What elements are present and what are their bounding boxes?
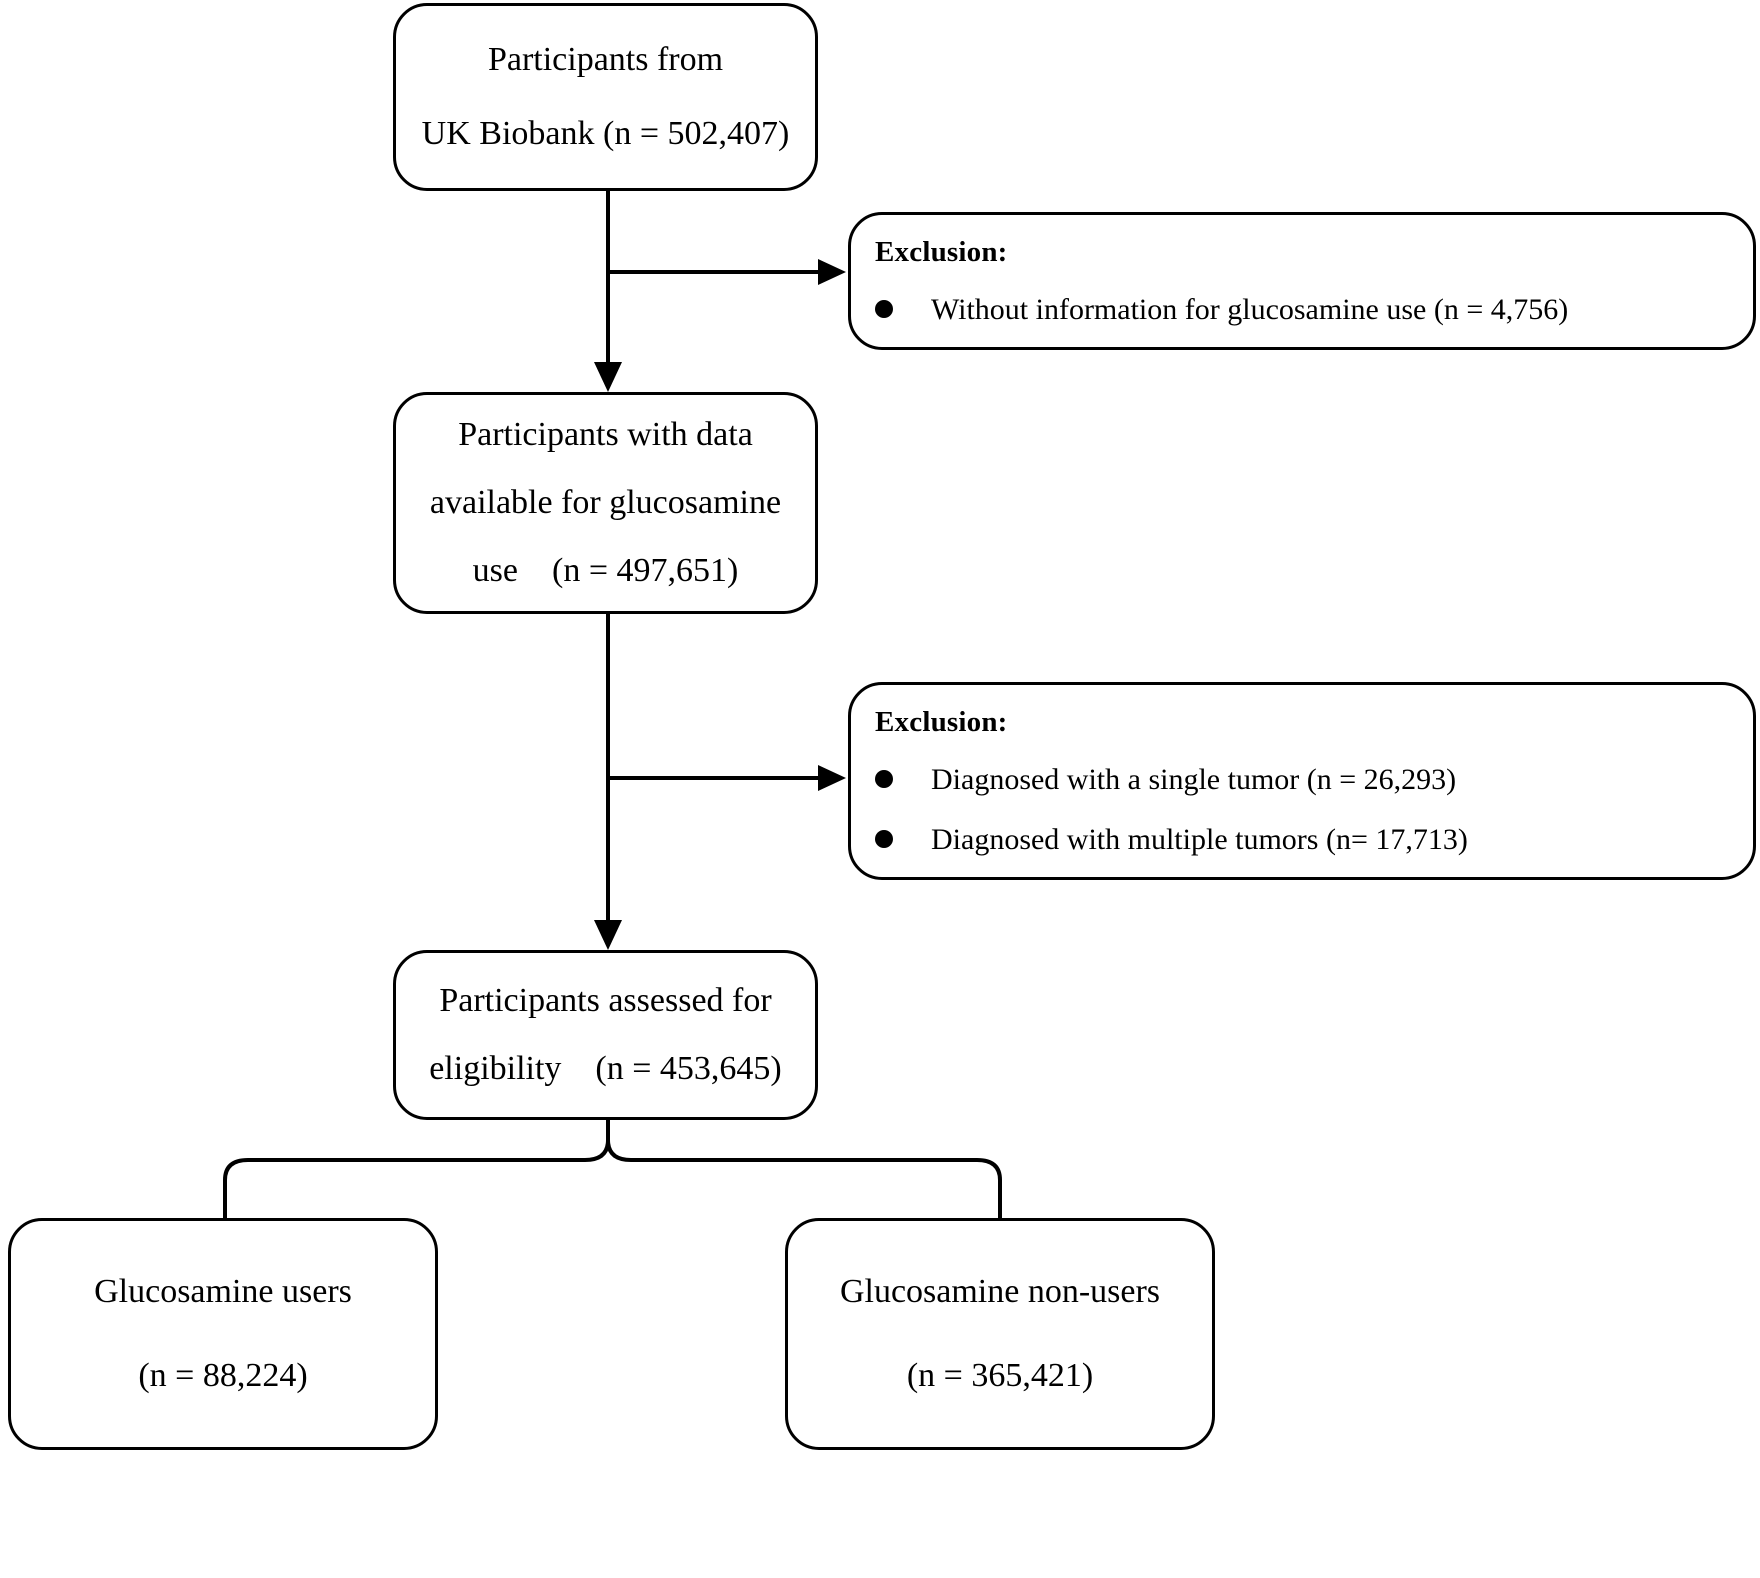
exclusion-2-list: Diagnosed with a single tumor (n = 26,29…	[875, 762, 1727, 856]
split-brace	[223, 1120, 1002, 1218]
exclusion-2-item-2: Diagnosed with multiple tumors (n= 17,71…	[875, 822, 1727, 856]
node-available-for-glucosamine: Participants with data available for glu…	[393, 392, 818, 614]
exclusion-1-list: Without information for glucosamine use …	[875, 292, 1727, 326]
node-available-line-2: available for glucosamine	[429, 484, 782, 522]
exclusion-box-1: Exclusion: Without information for gluco…	[848, 212, 1756, 350]
arrowhead-exclusion-2	[818, 765, 846, 791]
node-assessed-for-eligibility: Participants assessed for eligibility (n…	[393, 950, 818, 1120]
node-available-line-3: use (n = 497,651)	[472, 551, 739, 589]
node-glucosamine-users: Glucosamine users (n = 88,224)	[8, 1218, 438, 1450]
exclusion-2-item-1: Diagnosed with a single tumor (n = 26,29…	[875, 762, 1727, 796]
exclusion-1-item-1-text: Without information for glucosamine use …	[931, 292, 1569, 326]
exclusion-2-title: Exclusion:	[875, 705, 1008, 738]
node-source-participants: Participants from UK Biobank (n = 502,40…	[393, 3, 818, 191]
node-users-line-1: Glucosamine users	[94, 1273, 352, 1311]
node-eligible-line-1: Participants assessed for	[439, 982, 772, 1020]
exclusion-2-item-1-text: Diagnosed with a single tumor (n = 26,29…	[931, 762, 1457, 796]
node-eligible-line-2: eligibility (n = 453,645)	[429, 1050, 782, 1087]
node-source-line-1: Participants from	[487, 41, 724, 79]
exclusion-1-title: Exclusion:	[875, 235, 1008, 268]
node-users-line-2: (n = 88,224)	[138, 1357, 308, 1394]
arrowhead-exclusion-1	[818, 259, 846, 285]
bullet-icon	[875, 769, 893, 788]
bullet-icon	[875, 299, 893, 318]
arrowhead-eligible	[594, 920, 622, 950]
exclusion-box-2: Exclusion: Diagnosed with a single tumor…	[848, 682, 1756, 880]
node-source-line-2: UK Biobank (n = 502,407)	[421, 115, 790, 152]
node-nonusers-line-1: Glucosamine non-users	[839, 1273, 1161, 1311]
node-glucosamine-non-users: Glucosamine non-users (n = 365,421)	[785, 1218, 1215, 1450]
bullet-icon	[875, 829, 893, 848]
exclusion-2-item-2-text: Diagnosed with multiple tumors (n= 17,71…	[931, 822, 1468, 856]
arrowhead-available	[594, 362, 622, 392]
exclusion-1-item-1: Without information for glucosamine use …	[875, 292, 1727, 326]
node-nonusers-line-2: (n = 365,421)	[906, 1357, 1094, 1394]
node-available-line-1: Participants with data	[458, 416, 753, 454]
